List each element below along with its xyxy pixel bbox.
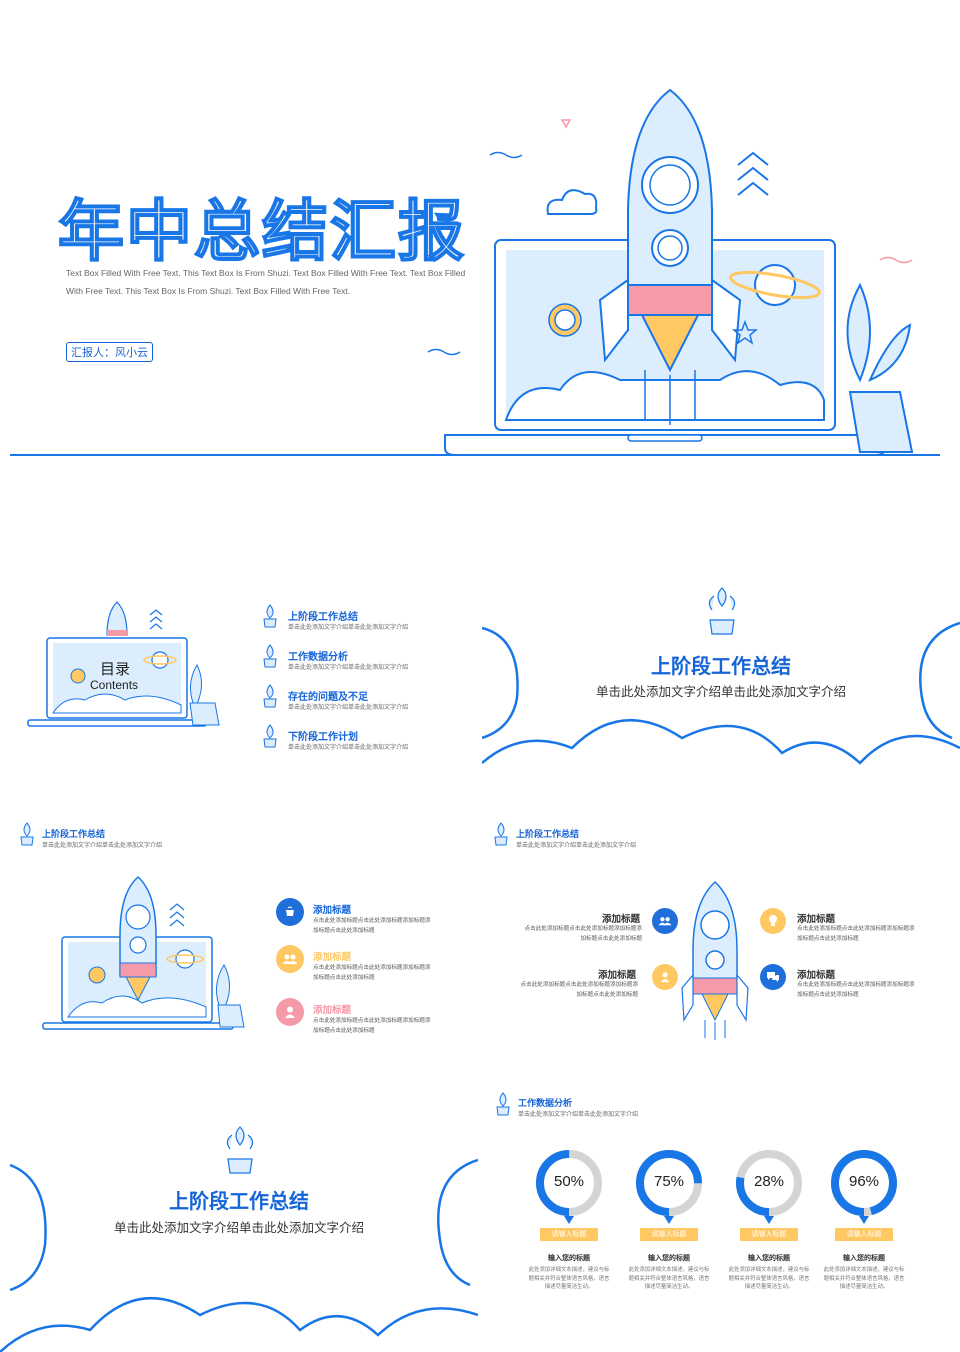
toc-item-title: 工作数据分析 <box>288 652 348 663</box>
plant-icon <box>263 684 277 708</box>
title-tag: 请输入标题 <box>540 1228 598 1241</box>
card-title: 输入您的标题 <box>748 1254 790 1262</box>
card-desc: 此处添加详细文本描述，建议与标题相关并符合整体语言风格，语言描述尽量简洁生动。 <box>728 1267 810 1290</box>
section-subtitle: 单击此处添加文字介绍单击此处添加文字介绍 <box>113 1220 364 1235</box>
rocket-illustration <box>681 880 749 1040</box>
header-subtitle: 单击此处添加文字介绍单击此处添加文字介绍 <box>516 842 637 849</box>
percent-label: 28% <box>753 1173 785 1190</box>
item-title: 添加标题 <box>313 905 352 916</box>
toc-item-desc: 单击此处添加文字介绍单击此处添加文字介绍 <box>288 624 409 631</box>
section-subtitle: 单击此处添加文字介绍单击此处添加文字介绍 <box>595 684 846 699</box>
cup-icon <box>276 898 304 926</box>
pointer-arrow <box>664 1216 674 1224</box>
card-desc: 此处添加详细文本描述，建议与标题相关并符合整体语言风格，语言描述尽量简洁生动。 <box>628 1267 710 1290</box>
progress-ring <box>636 1150 702 1224</box>
percent-label: 75% <box>653 1173 685 1190</box>
cloud-frame <box>0 1126 478 1352</box>
progress-ring-fill <box>736 1150 802 1216</box>
item-desc: 点击此处添加标题点击此处添加标题添加标题添加标题点击此处添加标题 <box>797 926 915 942</box>
item-title: 添加标题 <box>313 1005 352 1016</box>
plant-icon <box>496 1092 510 1116</box>
header-title: 工作数据分析 <box>518 1099 573 1109</box>
item-desc: 点击此处添加标题点击此处添加标题添加标题添加标题点击此处添加标题 <box>520 982 638 998</box>
section-title: 上阶段工作总结 <box>169 1189 309 1213</box>
pointer-arrow <box>859 1216 869 1224</box>
user-icon <box>276 998 304 1026</box>
item-title: 添加标题 <box>598 970 637 981</box>
header-subtitle: 单击此处添加文字介绍单击此处添加文字介绍 <box>42 842 163 849</box>
progress-ring-fill <box>536 1150 602 1216</box>
card-desc: 此处添加详细文本描述，建议与标题相关并符合整体语言风格，语言描述尽量简洁生动。 <box>528 1267 610 1290</box>
title-tag: 请输入标题 <box>835 1228 893 1241</box>
slide-cover: 年中总结汇报 Text Box Filled With Free Text. T… <box>0 0 960 470</box>
header-subtitle: 单击此处添加文字介绍单击此处添加文字介绍 <box>518 1111 639 1118</box>
section-title: 上阶段工作总结 <box>651 654 791 678</box>
card-title: 输入您的标题 <box>548 1254 590 1262</box>
cloud-frame <box>482 587 960 765</box>
plant-icon <box>20 822 34 846</box>
percent-label: 50% <box>553 1173 585 1190</box>
slide-section-1: 上阶段工作总结 单击此处添加文字介绍单击此处添加文字介绍 <box>482 578 960 808</box>
item-title: 添加标题 <box>797 914 836 925</box>
title-tag: 请输入标题 <box>740 1228 798 1241</box>
toc-item-desc: 单击此处添加文字介绍单击此处添加文字介绍 <box>288 704 409 711</box>
toc-item-title: 存在的问题及不足 <box>288 692 368 703</box>
progress-ring <box>831 1150 897 1224</box>
toc-item-title: 下阶段工作计划 <box>288 732 358 743</box>
toc-title: 目录 <box>100 660 131 678</box>
card-title: 输入您的标题 <box>648 1254 690 1262</box>
chat-icon <box>760 964 786 990</box>
users-icon <box>652 908 678 934</box>
slide-summary-a: 上阶段工作总结 单击此处添加文字介绍单击此处添加文字介绍 添加标题 点击此处添加… <box>0 820 478 1050</box>
header-title: 上阶段工作总结 <box>516 830 580 840</box>
progress-ring-fill <box>831 1150 897 1216</box>
pointer-arrow <box>764 1216 774 1224</box>
toc-item-desc: 单击此处添加文字介绍单击此处添加文字介绍 <box>288 744 409 751</box>
plant-icon <box>263 724 277 748</box>
progress-ring <box>536 1150 602 1224</box>
plant-icon <box>263 604 277 628</box>
item-desc: 点击此处添加标题点击此处添加标题添加标题添加标题点击此处添加标题 <box>313 1018 431 1034</box>
progress-ring-fill <box>636 1150 702 1216</box>
header-title: 上阶段工作总结 <box>42 830 106 840</box>
slide-toc: 目录 Contents 上阶段工作总结 单击此处添加文字介绍单击此处添加文字介绍… <box>0 580 478 780</box>
divider-line <box>10 454 940 456</box>
laptop-rocket-illustration <box>427 88 914 456</box>
progress-ring <box>736 1150 802 1224</box>
percent-label: 96% <box>848 1173 880 1190</box>
lightbulb-icon <box>760 908 786 934</box>
item-desc: 点击此处添加标题点击此处添加标题添加标题添加标题点击此处添加标题 <box>313 918 431 934</box>
toc-subtitle: Contents <box>90 678 139 692</box>
slide-section-2: 上阶段工作总结 单击此处添加文字介绍单击此处添加文字介绍 <box>0 1115 478 1352</box>
item-title: 添加标题 <box>797 970 836 981</box>
plant-icon <box>494 822 508 846</box>
item-desc: 点击此处添加标题点击此处添加标题添加标题添加标题点击此处添加标题 <box>797 982 915 998</box>
user-icon <box>652 964 678 990</box>
reporter-label: 汇报人：风小云 <box>66 342 153 362</box>
item-title: 添加标题 <box>313 952 352 963</box>
card-title: 输入您的标题 <box>843 1254 885 1262</box>
slide-data-analysis: 工作数据分析 单击此处添加文字介绍单击此处添加文字介绍 50% 请输入标题输入您的… <box>482 1088 960 1352</box>
users-icon <box>276 945 304 973</box>
item-title: 添加标题 <box>602 914 641 925</box>
cover-title: 年中总结汇报 <box>57 192 466 271</box>
laptop-rocket-illustration <box>42 875 245 1030</box>
toc-item-title: 上阶段工作总结 <box>288 612 358 623</box>
title-tag: 请输入标题 <box>640 1228 698 1241</box>
toc-illustration <box>27 601 220 727</box>
slide-summary-b: 上阶段工作总结 单击此处添加文字介绍单击此处添加文字介绍 添加标题 点击此处添加… <box>482 820 960 1050</box>
item-desc: 点击此处添加标题点击此处添加标题添加标题添加标题点击此处添加标题 <box>524 926 642 942</box>
toc-item-desc: 单击此处添加文字介绍单击此处添加文字介绍 <box>288 664 409 671</box>
cover-subtitle: Text Box Filled With Free Text. This Tex… <box>66 268 466 296</box>
pointer-arrow <box>564 1216 574 1224</box>
card-desc: 此处添加详细文本描述，建议与标题相关并符合整体语言风格，语言描述尽量简洁生动。 <box>823 1267 905 1290</box>
item-desc: 点击此处添加标题点击此处添加标题添加标题添加标题点击此处添加标题 <box>313 965 431 981</box>
plant-icon <box>263 644 277 668</box>
